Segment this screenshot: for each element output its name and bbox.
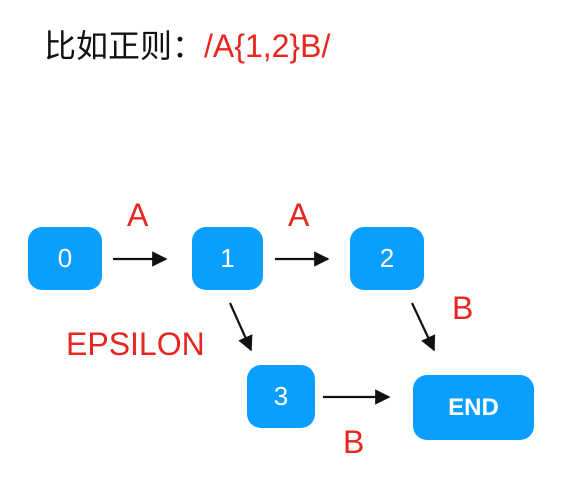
state-node-1: 1 [192, 227, 263, 290]
state-node-0: 0 [28, 227, 102, 290]
edge-1-3-arrow [228, 302, 253, 352]
state-node-end: END [413, 375, 534, 440]
edge-2-end-arrow [411, 302, 436, 352]
page-title: 比如正则：/A{1,2}B/ [44, 24, 330, 68]
edge-label-1-3: EPSILON [66, 326, 205, 362]
edge-label-1-2: A [288, 197, 310, 233]
title-prefix: 比如正则： [44, 27, 205, 65]
edge-label-2-end: B [452, 290, 474, 326]
edge-label-3-end: B [343, 424, 365, 460]
state-node-2: 2 [350, 227, 424, 290]
title-regex: /A{1,2}B/ [204, 28, 331, 64]
edge-label-0-1: A [127, 197, 149, 233]
state-node-3: 3 [247, 365, 315, 428]
